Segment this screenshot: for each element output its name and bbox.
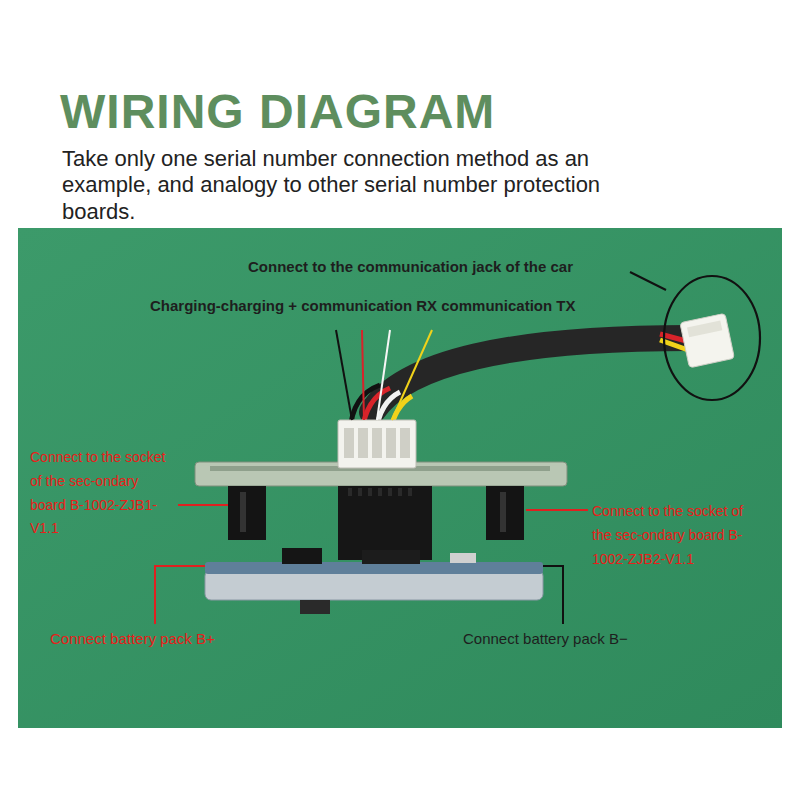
battery-plus-label: Connect battery pack B+ bbox=[50, 630, 215, 648]
socket-label: Connect to the socket of the sec-ondary … bbox=[30, 446, 176, 541]
jack-connector bbox=[680, 313, 735, 368]
leader-lines bbox=[155, 272, 666, 624]
highlight-circle bbox=[664, 276, 760, 400]
battery-minus-label: Connect battery pack B− bbox=[463, 630, 628, 648]
wire-label: Charging-charging + communication RX com… bbox=[150, 297, 575, 315]
wires bbox=[350, 334, 690, 432]
secondary-board bbox=[205, 570, 543, 600]
cable bbox=[372, 338, 690, 412]
page-title: WIRING DIAGRAM bbox=[60, 84, 495, 139]
intro-note: Take only one serial number connection m… bbox=[62, 146, 662, 225]
socket-label: Connect to the socket of the sec-ondary … bbox=[592, 500, 752, 571]
comm-connector bbox=[338, 420, 416, 468]
green-mat bbox=[18, 228, 782, 728]
header-socket bbox=[486, 486, 524, 540]
center-block bbox=[338, 486, 432, 560]
header-socket bbox=[228, 486, 266, 540]
jack-label: Connect to the communication jack of the… bbox=[248, 258, 573, 276]
